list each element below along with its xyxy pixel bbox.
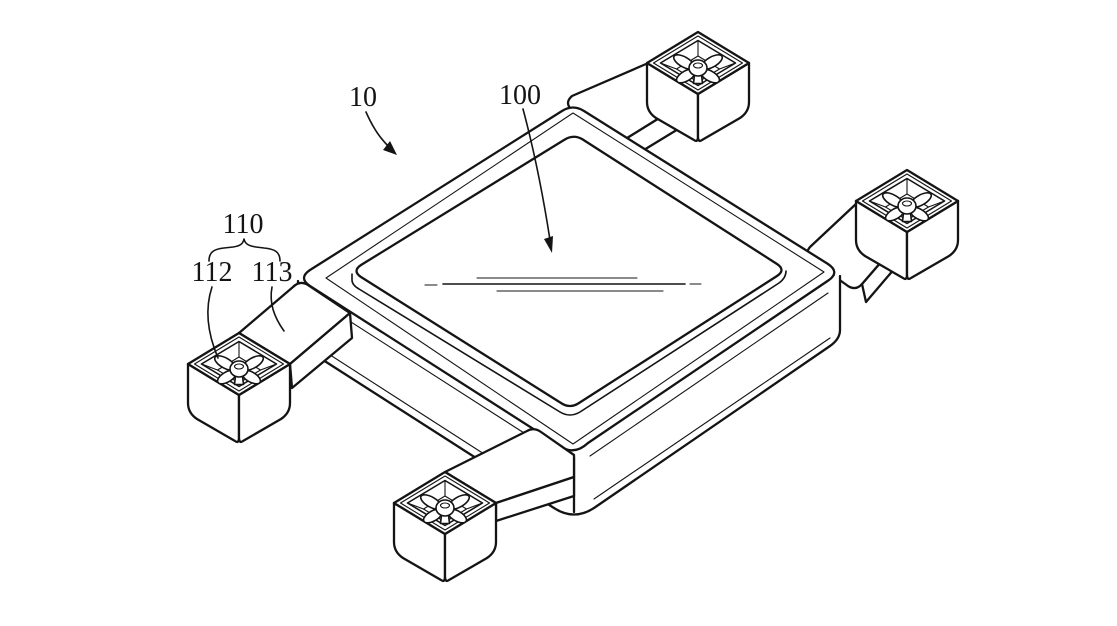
front-left-arm-top — [237, 281, 352, 366]
panel-thickness-edge — [351, 270, 787, 416]
arrow-100-head — [544, 236, 553, 253]
leader-113 — [270, 286, 285, 332]
arrow-100-line — [522, 108, 551, 241]
display-panel — [351, 135, 787, 416]
body-wall-chamfer-right — [589, 292, 829, 457]
body-wall-chamfer-left — [311, 296, 561, 457]
label-10: 10 — [349, 82, 377, 113]
label-110: 110 — [223, 209, 264, 240]
body-top-chamfer — [325, 112, 825, 445]
annotations: 10 100 110 112 113 — [192, 80, 553, 359]
front-left-arm — [237, 281, 354, 390]
leader-112 — [207, 286, 219, 359]
panel-top-face — [355, 135, 783, 408]
body-base-inner-right — [593, 337, 831, 500]
drawing-ink: 10 100 110 112 113 — [186, 30, 960, 583]
front-left-arm-wall — [288, 311, 354, 390]
arrow-10-head — [383, 141, 397, 155]
panel-glare-lines — [424, 277, 702, 292]
label-113: 113 — [252, 257, 293, 288]
front-arm-top — [443, 428, 576, 505]
label-112: 112 — [192, 257, 233, 288]
arrow-10-line — [365, 111, 391, 149]
brace-110 — [208, 238, 281, 262]
label-100: 100 — [499, 80, 541, 111]
